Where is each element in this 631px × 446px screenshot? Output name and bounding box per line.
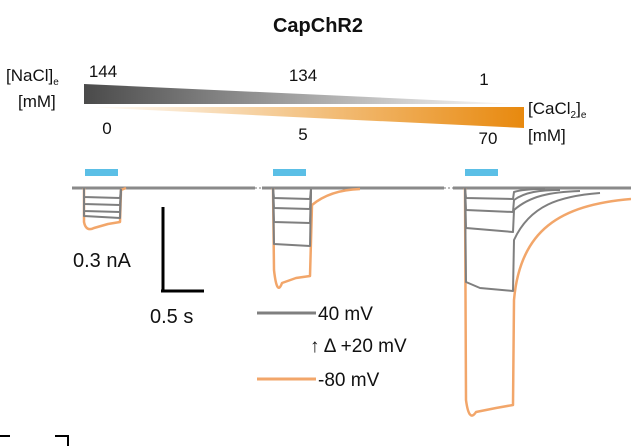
light-stimulus-bar-2 — [273, 169, 306, 176]
light-stimulus-bar-3 — [465, 169, 498, 176]
nacl-label: [NaCl]e — [6, 66, 59, 88]
nacl-value-3: 1 — [479, 70, 488, 89]
legend-top-label: 40 mV — [318, 304, 373, 325]
trace-orange-80mv-1 — [82, 186, 127, 231]
trace-gray-0mv-2 — [272, 187, 312, 200]
cacl-value-3: 70 — [479, 129, 498, 148]
cacl-value-2: 5 — [298, 125, 307, 144]
nacl-unit: [mM] — [18, 92, 56, 111]
trace-gray-40mv-1 — [83, 188, 122, 213]
figure-title: CapChR2 — [273, 15, 363, 37]
scale-bar — [161, 207, 204, 293]
trace-group-2 — [271, 187, 361, 289]
scale-current-label: 0.3 nA — [73, 250, 131, 272]
trace-gray-0mv-1 — [83, 188, 122, 199]
trace-group-1 — [82, 186, 127, 231]
trace-gray-60mv-1 — [83, 188, 122, 219]
nacl-value-2: 134 — [289, 66, 317, 85]
trace-gray-60mv-2 — [272, 187, 312, 247]
trace-gray-40mv-2 — [272, 187, 312, 224]
cropped-fragment — [0, 435, 69, 446]
cacl-unit: [mM] — [528, 126, 566, 145]
legend-bottom-label: -80 mV — [318, 370, 380, 391]
cacl-label: [CaCl2]e — [528, 99, 587, 121]
trace-gray-0mv-3 — [464, 187, 546, 200]
nacl-value-1: 144 — [89, 62, 117, 81]
cacl-gradient-wedge — [84, 107, 524, 128]
legend-step-label: ↑ Δ +20 mV — [310, 336, 407, 357]
trace-gray-40mv-3 — [464, 187, 581, 233]
trace-orange-80mv-3 — [463, 187, 631, 417]
trace-group-3 — [463, 187, 631, 417]
trace-orange-80mv-2 — [271, 187, 361, 289]
trace-gray-60mv-3 — [464, 187, 601, 292]
cacl-value-1: 0 — [102, 119, 111, 138]
light-stimulus-bar-1 — [85, 169, 118, 176]
trace-gray-20mv-3 — [464, 187, 561, 213]
scale-time-label: 0.5 s — [150, 306, 193, 328]
nacl-gradient-wedge — [84, 84, 520, 104]
